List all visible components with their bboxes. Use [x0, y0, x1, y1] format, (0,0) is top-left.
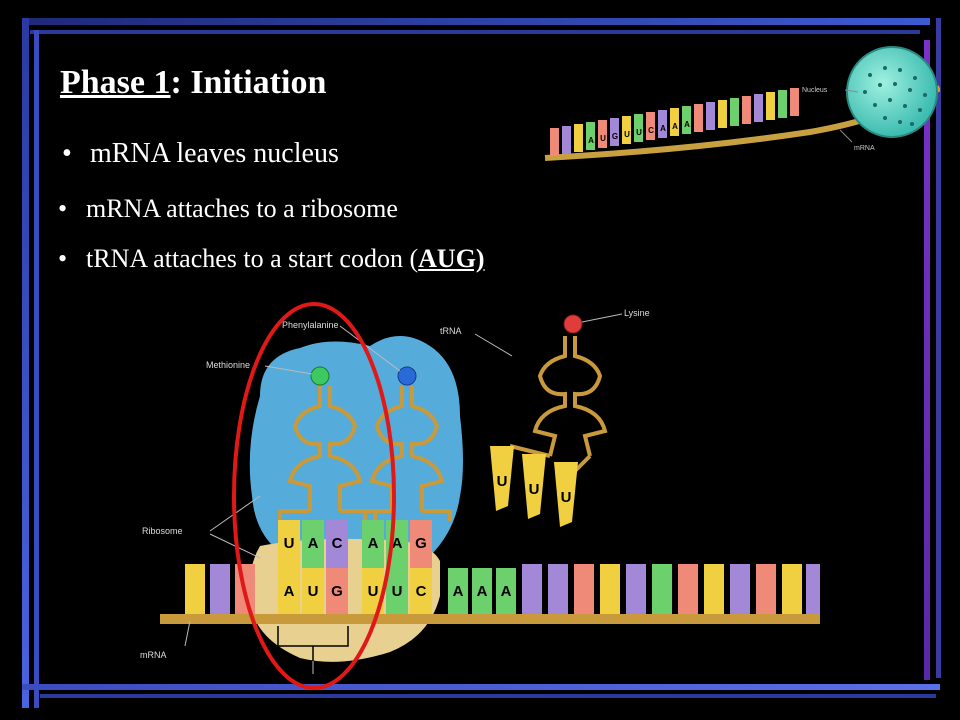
title-initiation: : Initiation — [170, 64, 327, 101]
svg-text:U: U — [624, 130, 630, 139]
frame-left-inner-bar — [34, 30, 39, 708]
mrna-base-letters: A U G U U C A A A — [588, 120, 690, 145]
bullet-mrna-attaches: •mRNA attaches to a ribosome — [58, 194, 398, 223]
svg-text:U: U — [529, 481, 540, 498]
mrna-strand-bases — [550, 88, 799, 156]
frame-right-outer-bar — [936, 18, 941, 678]
free-trna-anticodon: U U U — [490, 446, 578, 527]
phenylalanine-amino-acid — [397, 366, 417, 386]
slide-title: Phase 1: Initiation — [60, 64, 326, 102]
title-phase: Phase 1 — [60, 64, 171, 101]
frame-top-bar — [22, 18, 930, 25]
svg-text:A: A — [392, 535, 403, 552]
mrna-bases — [185, 564, 820, 614]
bullet-mrna-leaves: •mRNA leaves nucleus — [62, 138, 339, 169]
svg-text:C: C — [332, 535, 343, 552]
start-codon-aug: AUG) — [418, 244, 485, 273]
svg-text:A: A — [588, 136, 594, 145]
bullet-dot: • — [62, 138, 72, 169]
label-methionine: Methionine — [206, 360, 250, 370]
svg-text:A: A — [284, 583, 295, 600]
svg-text:U: U — [368, 583, 379, 600]
ribosome-anticodons: U A C A A G — [278, 520, 432, 568]
svg-text:A: A — [660, 124, 666, 133]
start-codon-highlight-ellipse — [232, 302, 396, 690]
svg-text:U: U — [392, 583, 403, 600]
svg-text:C: C — [416, 583, 427, 600]
label-mrna: mRNA — [140, 650, 167, 660]
nucleus-shape — [846, 46, 938, 138]
bullet-trna-attaches: •tRNA attaches to a start codon (AUG) — [58, 244, 485, 273]
nucleus-label: Nucleus — [802, 87, 828, 94]
svg-text:U: U — [284, 535, 295, 552]
svg-text:C: C — [648, 126, 654, 135]
methionine-amino-acid — [310, 366, 330, 386]
svg-text:G: G — [415, 535, 427, 552]
trna-lysine-free — [509, 336, 608, 478]
nucleus-pores — [863, 66, 927, 126]
frame-bottom-inner-bar — [40, 694, 936, 698]
bullet-dot: • — [58, 244, 68, 273]
label-start-codon: Start codon — [282, 673, 328, 683]
nucleus-mrna-diagram: A U G U U C A A A Nucleus mRNA — [544, 46, 940, 161]
svg-text:G: G — [331, 583, 343, 600]
translation-diagram: U U U U A C A A G — [140, 302, 820, 690]
svg-text:G: G — [612, 132, 618, 141]
svg-text:U: U — [636, 128, 642, 137]
svg-text:U: U — [497, 473, 508, 490]
svg-text:A: A — [672, 122, 678, 131]
start-codon-bracket — [277, 626, 349, 661]
svg-text:U: U — [561, 489, 572, 506]
svg-text:A: A — [477, 583, 488, 600]
svg-text:A: A — [684, 120, 690, 129]
frame-bottom-bar — [22, 684, 940, 690]
frame-left-bar — [22, 18, 29, 708]
label-lysine: Lysine — [624, 308, 650, 318]
mrna-backbone — [160, 614, 820, 624]
label-ribosome: Ribosome — [142, 526, 183, 536]
svg-text:A: A — [368, 535, 379, 552]
svg-text:U: U — [600, 134, 606, 143]
svg-text:A: A — [501, 583, 512, 600]
svg-text:U: U — [308, 583, 319, 600]
label-phenylalanine: Phenylalanine — [282, 320, 339, 330]
svg-text:A: A — [308, 535, 319, 552]
ribosome-large-subunit — [249, 336, 463, 556]
mrna-codon-letters: A U G U U C A A A — [284, 583, 512, 600]
frame-top-inner-bar — [30, 30, 920, 34]
svg-text:A: A — [453, 583, 464, 600]
bullet-dot: • — [58, 194, 68, 223]
top-mrna-label: mRNA — [854, 145, 875, 152]
frame-right-bar — [924, 40, 930, 680]
lysine-amino-acid — [563, 314, 583, 334]
label-trna: tRNA — [440, 326, 462, 336]
